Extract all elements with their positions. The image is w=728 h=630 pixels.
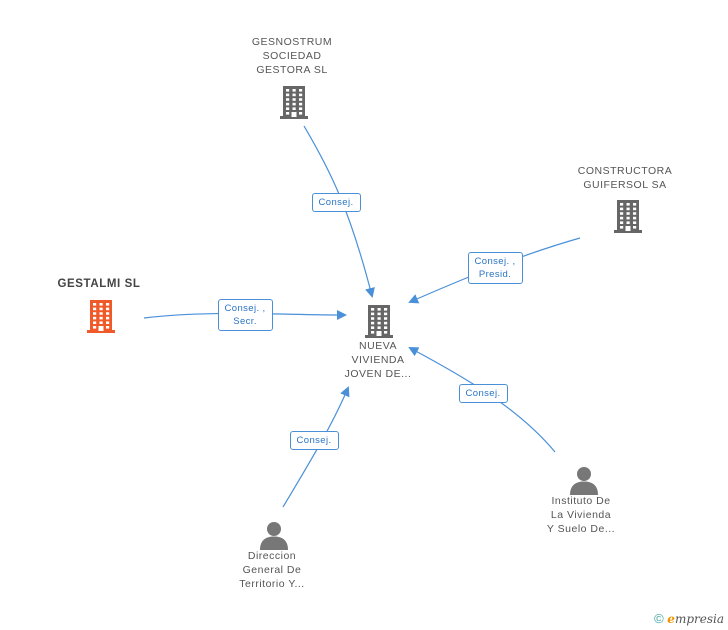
footer-brand: © empresia <box>654 611 724 626</box>
edge-label-direccion[interactable]: Consej. <box>289 430 339 450</box>
brand-text: mpresia <box>674 612 724 626</box>
node-label-line: VIVIENDA <box>351 354 405 366</box>
edge-label-line: Consej. <box>296 434 332 446</box>
building-icon-gestalmi[interactable] <box>85 298 117 339</box>
node-label-nueva[interactable]: NUEVA VIVIENDA JOVEN DE... <box>328 339 428 381</box>
node-label-line: Direccion <box>247 550 297 562</box>
edge-label-constructora[interactable]: Consej. , Presid. <box>467 252 523 284</box>
node-label-line: GESTORA SL <box>256 64 328 76</box>
node-label-instituto[interactable]: Instituto De La Vivienda Y Suelo De... <box>526 494 636 536</box>
node-label-line: CONSTRUCTORA <box>577 165 673 177</box>
edge-label-instituto[interactable]: Consej. <box>458 383 508 403</box>
node-label-line: General De <box>242 564 302 576</box>
node-label-line: GUIFERSOL SA <box>583 179 667 191</box>
brand-logo: empresia <box>667 612 724 626</box>
node-label-line: GESNOSTRUM <box>251 36 333 48</box>
edge-label-line: Secr. <box>233 316 257 327</box>
building-icon-gesnostrum[interactable] <box>279 84 309 125</box>
edge-label-line: Consej. <box>465 387 501 399</box>
building-icon-nueva[interactable] <box>364 303 394 344</box>
node-label-gesnostrum[interactable]: GESNOSTRUM SOCIEDAD GESTORA SL <box>232 35 352 77</box>
node-label-gestalmi[interactable]: GESTALMI SL <box>39 277 159 291</box>
node-label-line: JOVEN DE... <box>344 368 412 380</box>
person-icon-instituto[interactable] <box>569 465 599 500</box>
person-icon-direccion[interactable] <box>259 520 289 555</box>
brand-e: e <box>667 612 675 626</box>
building-icon-constructora[interactable] <box>613 198 643 239</box>
node-label-constructora[interactable]: CONSTRUCTORA GUIFERSOL SA <box>565 164 685 192</box>
edge-label-line: Consej. <box>318 196 354 208</box>
node-label-line: Territorio Y... <box>239 578 305 590</box>
edge-label-gestalmi[interactable]: Consej. , Secr. <box>217 299 273 331</box>
node-label-line: NUEVA <box>359 340 397 352</box>
edge-label-line: Consej. , <box>474 256 516 267</box>
edge-label-line: Consej. , <box>224 303 266 314</box>
node-label-line: Instituto De <box>551 495 611 507</box>
node-label-line: SOCIEDAD <box>262 50 322 62</box>
copyright-symbol: © <box>654 611 664 626</box>
edge-label-line: Presid. <box>478 269 512 280</box>
node-label-line: GESTALMI SL <box>57 278 141 290</box>
node-label-line: La Vivienda <box>550 509 612 521</box>
node-label-line: Y Suelo De... <box>546 523 616 535</box>
edge-label-gesnostrum[interactable]: Consej. <box>311 192 361 212</box>
